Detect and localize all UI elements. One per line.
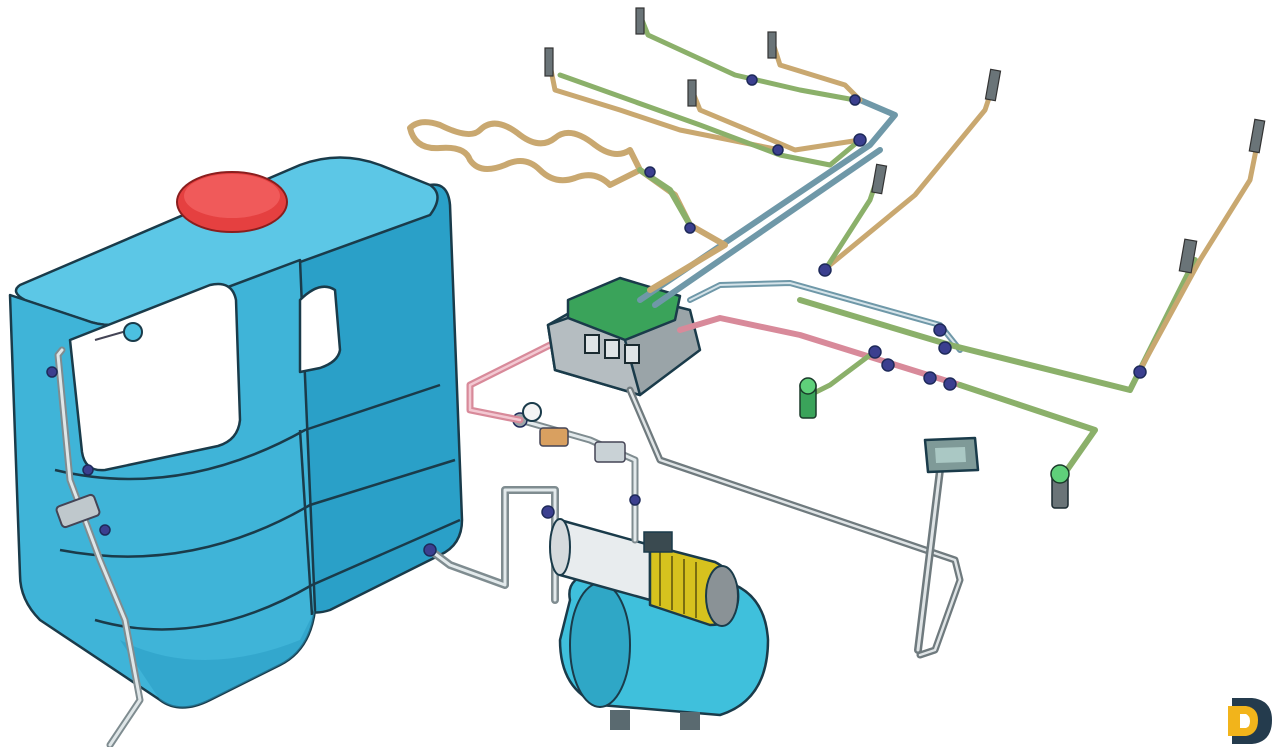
right-risers [818, 68, 1266, 379]
manifold-collector [546, 276, 702, 397]
cold-water-lines [626, 97, 964, 659]
tank-window-right [298, 285, 342, 374]
pump-station [512, 402, 770, 730]
hot-water-main [466, 341, 564, 424]
pressure-gauge-icon [522, 402, 542, 422]
floor-heating-loop [407, 119, 728, 293]
hot-water-branch [677, 315, 963, 388]
tank-outlet-pipe [423, 486, 559, 604]
upper-distribution [544, 7, 867, 168]
storage-tank [8, 156, 464, 709]
outlet-valves[interactable] [799, 377, 1070, 509]
motor-terminal-box [643, 531, 673, 553]
tank-inlet-pipe [46, 346, 144, 747]
pipe-fittings [868, 323, 957, 391]
float-valve-icon [123, 322, 143, 342]
d-logo-icon [1228, 698, 1272, 744]
control-stand [914, 436, 980, 654]
filter-valve[interactable] [55, 493, 101, 529]
